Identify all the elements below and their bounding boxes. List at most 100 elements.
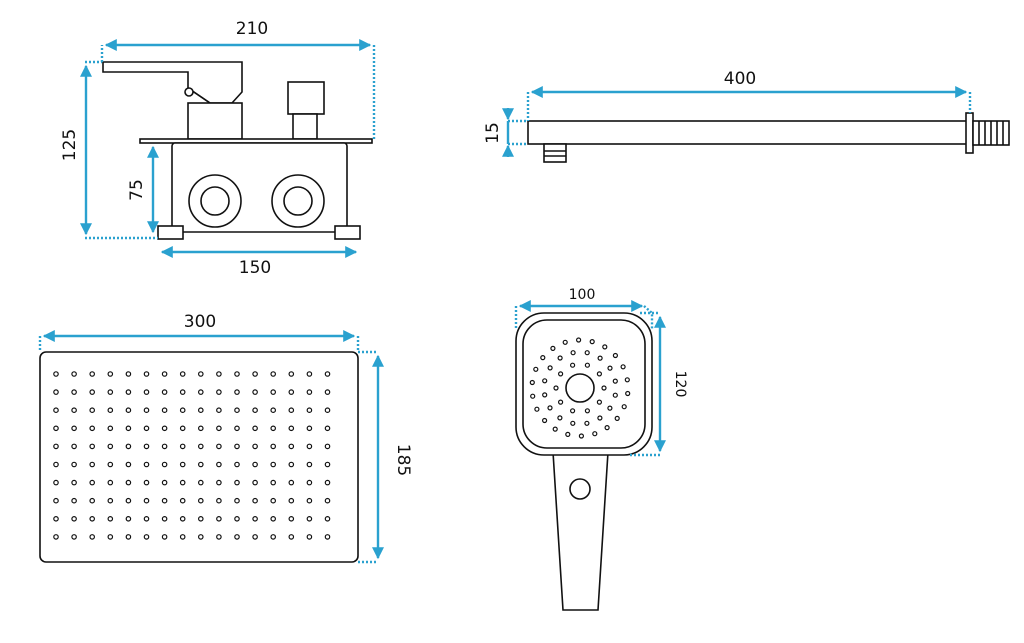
rain-nozzle	[252, 461, 258, 468]
rain-nozzle	[107, 425, 114, 432]
rain-nozzle	[234, 515, 240, 522]
mixer-foot-left	[157, 225, 184, 240]
hand-nozzle	[601, 385, 607, 391]
hand-nozzle	[557, 399, 564, 405]
rain-nozzle	[107, 461, 114, 468]
hand-nozzle	[534, 406, 540, 412]
hand-nozzle	[597, 415, 603, 421]
rain-nozzle	[179, 479, 186, 486]
mixer-foot-right	[334, 225, 361, 240]
rain-nozzle	[53, 479, 59, 486]
rain-nozzle	[270, 515, 277, 522]
rain-nozzle	[288, 515, 295, 522]
rain-nozzle	[89, 371, 96, 377]
hand-nozzle	[570, 350, 576, 356]
hand-nozzle	[584, 362, 591, 368]
rain-nozzle	[179, 461, 186, 468]
rain-nozzle	[125, 479, 132, 486]
rain-nozzle	[288, 497, 295, 504]
rain-nozzle	[53, 534, 59, 540]
hand-nozzle	[584, 350, 590, 356]
hand-nozzle	[589, 339, 595, 345]
rain-nozzle	[234, 425, 240, 432]
rain-nozzle	[198, 534, 204, 540]
rain-nozzle	[252, 425, 258, 432]
hand-shower-handle	[552, 451, 609, 611]
hand-shower-head-inner	[522, 319, 646, 449]
rain-nozzle	[161, 371, 168, 377]
hand-nozzle	[542, 378, 548, 384]
hand-shower-mode-button	[569, 478, 591, 500]
rain-nozzle	[234, 479, 240, 486]
rain-nozzle	[143, 389, 150, 395]
rain-nozzle	[89, 425, 96, 432]
rain-nozzle	[161, 425, 168, 432]
rain-nozzle	[71, 407, 77, 414]
rain-nozzle	[288, 534, 295, 540]
rain-nozzle	[161, 389, 168, 395]
rain-nozzle	[107, 534, 114, 540]
rain-nozzle	[306, 407, 313, 414]
hand-shower-drawing	[515, 312, 653, 611]
rain-nozzle	[143, 371, 150, 377]
rain-nozzle	[216, 389, 222, 395]
hand-nozzle	[541, 417, 548, 424]
rain-nozzle	[252, 497, 258, 504]
rain-nozzle	[288, 443, 295, 450]
rain-head-nozzles	[53, 371, 331, 540]
rain-nozzle	[125, 497, 132, 504]
rain-depth-label: 185	[393, 444, 413, 476]
mixer-port-right	[271, 174, 325, 228]
rain-nozzle	[89, 389, 96, 395]
rain-nozzle	[143, 443, 150, 450]
rain-width-label: 300	[184, 312, 216, 332]
rain-nozzle	[161, 534, 168, 540]
rain-head-plate	[39, 351, 359, 563]
hand-nozzle	[575, 337, 582, 343]
rain-nozzle	[270, 407, 277, 414]
rain-nozzle	[71, 497, 77, 504]
hand-nozzle	[612, 352, 619, 359]
rain-nozzle	[306, 425, 313, 432]
rain-nozzle	[143, 479, 150, 486]
rain-nozzle	[234, 389, 240, 395]
hand-nozzle	[570, 420, 576, 426]
rain-nozzle	[216, 461, 222, 468]
rain-nozzle	[234, 443, 240, 450]
hand-nozzle	[624, 377, 630, 383]
hand-nozzle	[602, 344, 608, 350]
rain-nozzle	[107, 515, 114, 522]
hand-nozzle	[569, 408, 576, 414]
rain-nozzle	[53, 425, 59, 432]
hand-nozzle	[553, 385, 559, 391]
shower-arm-tube	[527, 120, 969, 145]
hand-nozzle	[557, 355, 563, 361]
rain-nozzle	[107, 443, 114, 450]
hand-nozzle	[569, 362, 576, 368]
rain-nozzle	[198, 389, 204, 395]
hand-nozzle	[578, 433, 585, 439]
diverter-stem	[292, 113, 318, 140]
rain-nozzle	[306, 443, 313, 450]
rain-nozzle	[306, 515, 313, 522]
rain-nozzle	[107, 389, 114, 395]
rain-nozzle	[198, 371, 204, 377]
hand-nozzle	[596, 371, 603, 377]
hand-width-label: 100	[569, 287, 596, 303]
rain-nozzle	[53, 497, 59, 504]
rain-nozzle	[71, 515, 77, 522]
hand-nozzle	[614, 415, 620, 421]
rain-nozzle	[234, 497, 240, 504]
rain-nozzle	[252, 443, 258, 450]
rain-nozzle	[288, 371, 295, 377]
hand-nozzle	[562, 339, 568, 345]
rain-nozzle	[179, 371, 186, 377]
rain-nozzle	[324, 497, 331, 504]
rain-nozzle	[125, 534, 132, 540]
rain-nozzle	[270, 461, 277, 468]
rain-nozzle	[252, 534, 258, 540]
rain-nozzle	[324, 534, 331, 540]
rain-nozzle	[179, 425, 186, 432]
rain-nozzle	[288, 389, 295, 395]
rain-nozzle	[53, 515, 59, 522]
